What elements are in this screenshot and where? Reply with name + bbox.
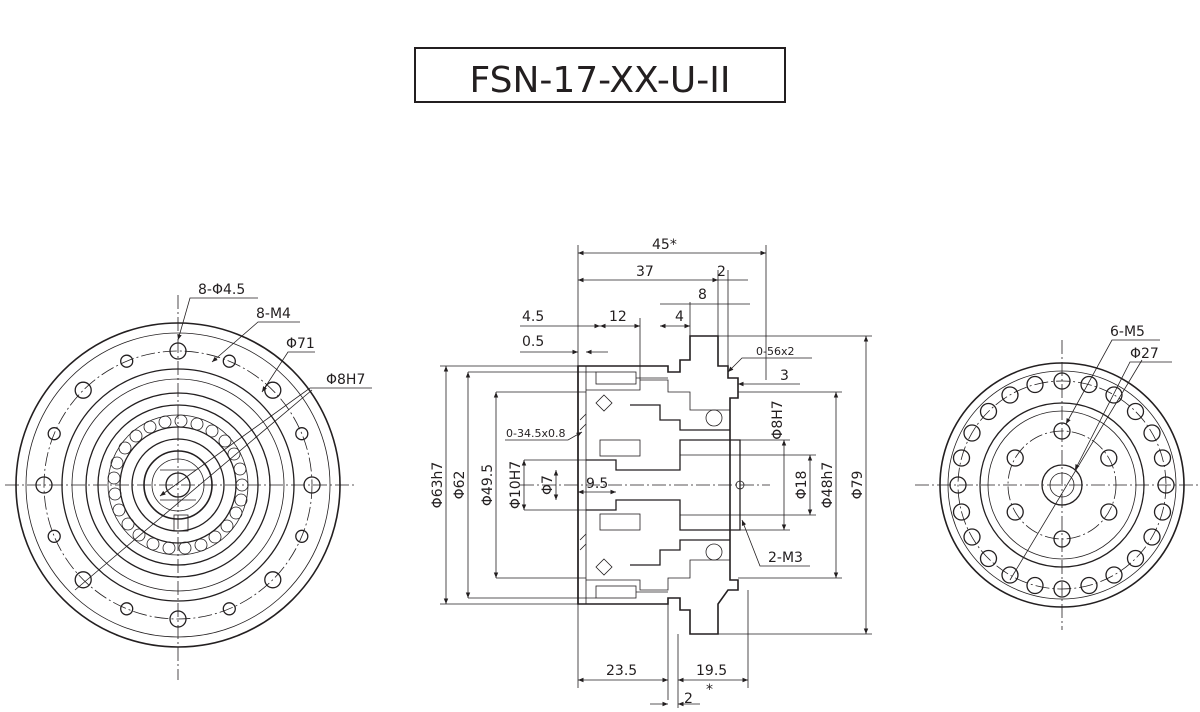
- front-label-holes: 8-Φ4.5: [198, 282, 245, 298]
- dia-49-5: Φ49.5: [480, 464, 496, 506]
- dim-gap-2: 2: [717, 264, 726, 280]
- dia-8h7: Φ8H7: [770, 400, 786, 439]
- dim-flange-8: 8: [698, 287, 707, 303]
- title-block: FSN-17-XX-U-II: [414, 47, 786, 103]
- rear-view: 6-M5 Φ27: [915, 324, 1200, 630]
- dia-7: Φ7: [540, 475, 556, 495]
- front-label-bore: Φ8H7: [326, 372, 365, 388]
- thread-2-m3: 2-M3: [768, 550, 803, 566]
- chamfer-outer: 0-56x2: [756, 345, 794, 358]
- dim-bottom-2: 2: [684, 691, 693, 707]
- dim-bottom-star: *: [706, 682, 713, 698]
- dim-overall-length: 45*: [652, 237, 677, 253]
- dia-18: Φ18: [794, 471, 810, 500]
- dim-19-5: 19.5: [696, 663, 727, 679]
- front-outer-holes: [35, 342, 321, 628]
- dia-79: Φ79: [850, 471, 866, 500]
- front-view: 8-Φ4.5 8-M4 Φ71 Φ8H7: [5, 282, 372, 680]
- side-view: 45* 37 2 8 4.5 12 4 0.5 0-56x2 0-34.5x0.…: [430, 237, 872, 708]
- dia-63h7: Φ63h7: [430, 462, 446, 509]
- dim-12: 12: [609, 309, 627, 325]
- dia-10h7: Φ10H7: [508, 461, 524, 509]
- front-label-pcd: Φ71: [286, 336, 315, 352]
- rear-label-threads: 6-M5: [1110, 324, 1145, 340]
- front-bearing-balls: [107, 414, 249, 555]
- dim-body-length: 37: [636, 264, 654, 280]
- chamfer-inner: 0-34.5x0.8: [506, 427, 565, 440]
- dim-0-5: 0.5: [522, 334, 544, 350]
- dim-3: 3: [780, 368, 789, 384]
- dia-62: Φ62: [452, 471, 468, 500]
- rear-label-bore: Φ27: [1130, 346, 1159, 362]
- dim-23-5: 23.5: [606, 663, 637, 679]
- rear-thread-holes: [1006, 422, 1118, 548]
- dim-9-5: 9.5: [586, 476, 608, 492]
- front-label-threads: 8-M4: [256, 306, 291, 322]
- dim-4: 4: [675, 309, 684, 325]
- model-title: FSN-17-XX-U-II: [470, 60, 731, 101]
- dim-offset-4-5: 4.5: [522, 309, 544, 325]
- rear-bolt-holes: [949, 372, 1175, 598]
- dia-48h7: Φ48h7: [820, 462, 836, 509]
